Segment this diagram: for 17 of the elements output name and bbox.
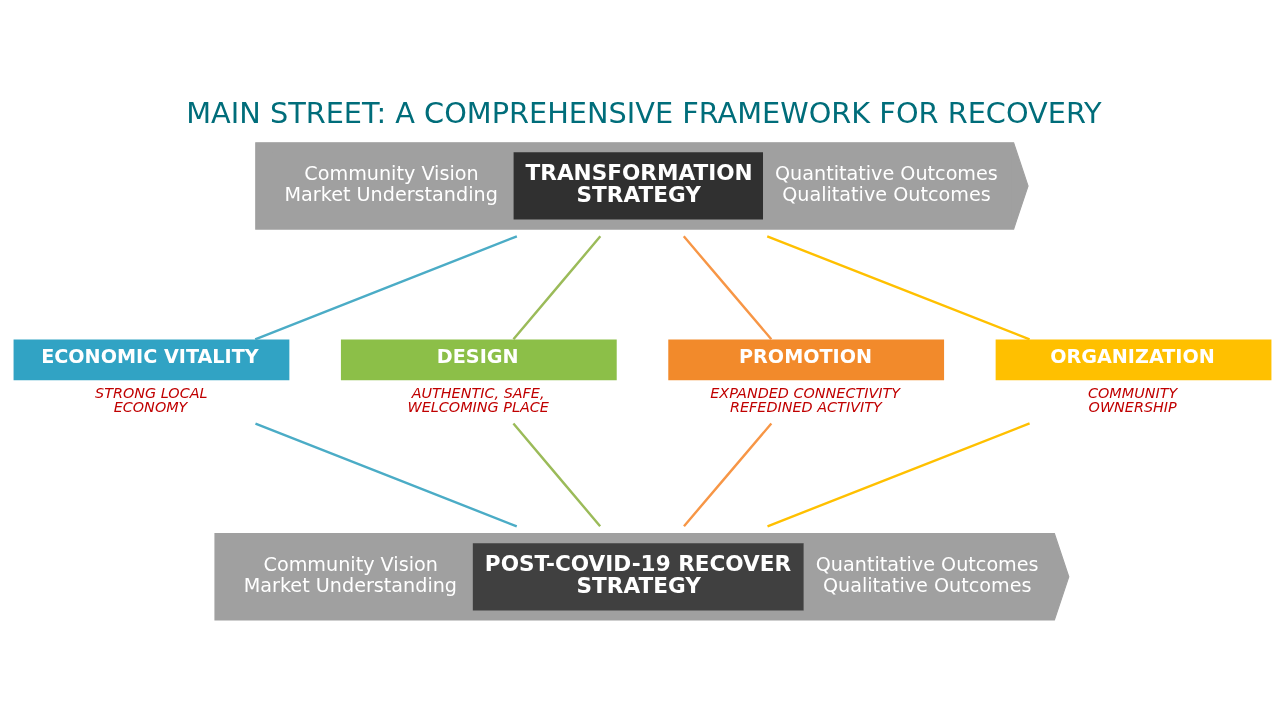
node-label: AUTHENTIC, SAFE, WELCOMING PLACE [407,384,549,415]
connector [766,234,1031,340]
connector [255,421,518,527]
connector [683,422,773,527]
connector [512,235,602,340]
node-label: EXPANDED CONNECTIVITY REFEDINED ACTIVITY [710,384,901,415]
node-label: COMMUNITY OWNERSHIP [1087,384,1178,415]
node-box: ORGANIZATION [995,338,1272,380]
diagram-title: MAIN STREET: A COMPREHENSIVE FRAMEWORK FOR RECOVERY [186,95,1102,130]
node-label: STRONG LOCAL ECONOMY [95,384,208,415]
connector [512,422,602,527]
node-box: DESIGN [340,338,617,380]
node-box: ECONOMIC VITALITY [13,338,290,380]
connector [254,234,518,340]
node-box: PROMOTION [668,338,945,380]
connector [767,421,1030,527]
connector [682,235,773,340]
